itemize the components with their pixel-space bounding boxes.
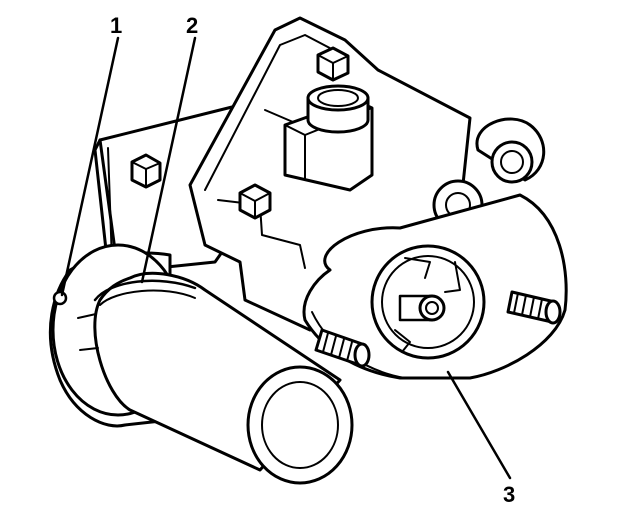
port-boss [283, 84, 374, 192]
drive-shaft [398, 294, 446, 322]
cylindrical-sleeve [77, 271, 354, 485]
rear-bolt-head [130, 153, 162, 189]
callout-label-2: 2 [186, 13, 198, 38]
left-stud [314, 328, 371, 368]
callout-label-3: 3 [503, 482, 515, 507]
leader-line-2 [140, 36, 197, 284]
middle-bolt-head [238, 183, 272, 220]
callout-label-1: 1 [110, 13, 122, 38]
leader-line-3 [446, 370, 512, 480]
top-bolt-head [316, 46, 350, 82]
leader-line-1 [60, 36, 120, 297]
upper-right-boss [475, 117, 546, 184]
right-stud [506, 290, 562, 325]
